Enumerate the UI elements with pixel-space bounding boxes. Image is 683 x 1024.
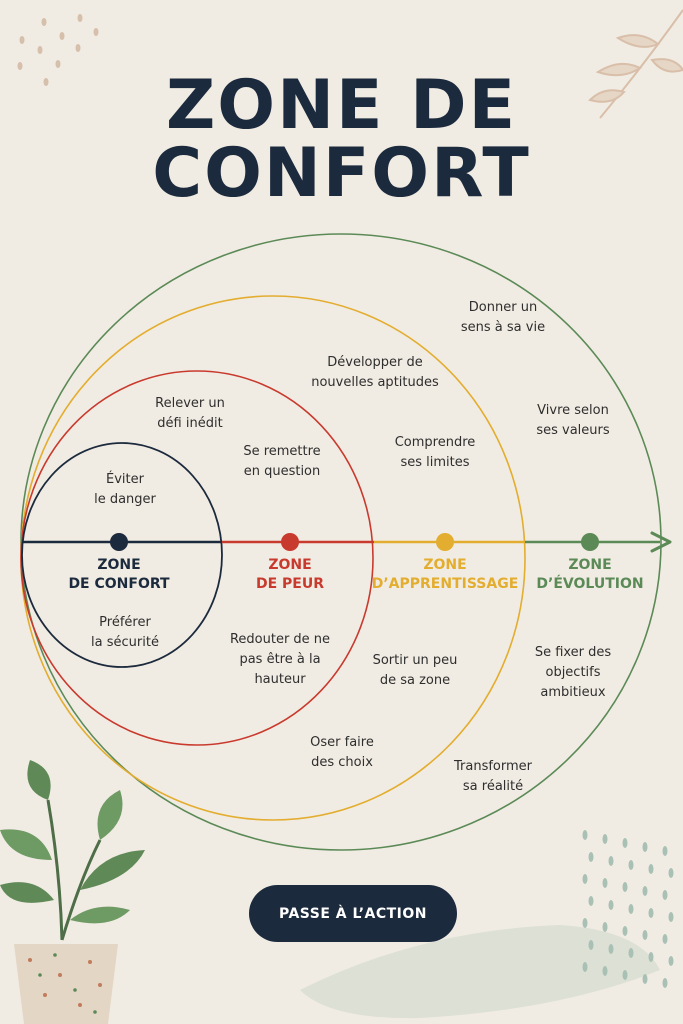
label-se-remettre: Se remettre en question [243,444,321,479]
title-line-1: ZONE DE [165,66,518,145]
brush-stroke [300,925,660,1019]
zone-label-confort: ZONE DE CONFORT [68,557,170,592]
circle-peur [20,370,374,746]
dot-peur [281,533,299,551]
dot-evolution [581,533,599,551]
label-developper: Développer de nouvelles aptitudes [311,355,439,390]
label-vivre-valeurs: Vivre selon ses valeurs [536,403,610,438]
branch-icon [588,9,683,119]
label-relever-defi: Relever un défi inédit [155,396,225,431]
label-comprendre-limites: Comprendre ses limites [394,435,476,470]
arrow-head-icon [650,531,672,553]
dot-pattern-top-left [17,14,99,86]
dot-confort [110,533,128,551]
label-oser-choix: Oser faire des choix [310,735,374,770]
zone-label-peur: ZONE DE PEUR [255,557,325,592]
zone-label-evolution: ZONE D’ÉVOLUTION [536,557,644,592]
passe-a-laction-button[interactable]: PASSE À L’ACTION [249,885,457,942]
label-eviter-danger: Éviter le danger [94,472,156,507]
title-line-2: CONFORT [152,134,531,213]
dot-apprentissage [436,533,454,551]
label-sortir-zone: Sortir un peu de sa zone [372,653,458,688]
dot-pattern-bottom-right [582,830,674,988]
label-redouter: Redouter de ne pas être à la hauteur [229,632,331,687]
label-donner-sens: Donner un sens à sa vie [460,300,546,335]
label-preferer-securite: Préférer la sécurité [91,615,159,650]
circle-confort [21,442,223,668]
potted-plant-icon [0,760,145,1024]
zone-label-apprentissage: ZONE D’APPRENTISSAGE [371,557,519,592]
label-transformer: Transformer sa réalité [453,759,532,794]
label-se-fixer: Se fixer des objectifs ambitieux [534,645,612,700]
